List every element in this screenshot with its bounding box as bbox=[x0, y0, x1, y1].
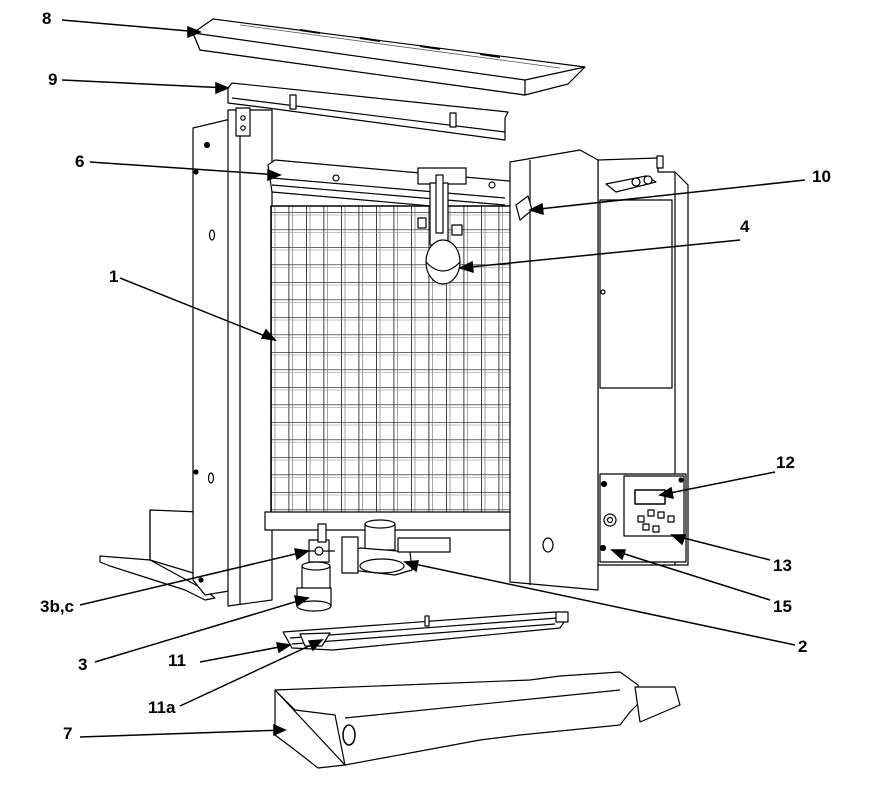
callout-4: 4 bbox=[740, 217, 750, 236]
callout-11a: 11a bbox=[148, 698, 176, 717]
callout-7: 7 bbox=[63, 724, 73, 743]
drip-pan bbox=[274, 671, 681, 769]
callout-1: 1 bbox=[109, 267, 119, 286]
callout-13: 13 bbox=[773, 556, 792, 575]
left-base-tray bbox=[99, 509, 216, 601]
callout-9: 9 bbox=[48, 70, 58, 89]
callout-6: 6 bbox=[75, 152, 85, 171]
callout-3b-c: 3b,c bbox=[40, 597, 75, 616]
callout-12: 12 bbox=[776, 453, 795, 472]
callout-11: 11 bbox=[168, 651, 186, 670]
leader-lines bbox=[61, 19, 806, 738]
right-rear-panel bbox=[597, 155, 689, 566]
callout-8: 8 bbox=[42, 9, 52, 28]
top-rail bbox=[267, 159, 521, 213]
top-cover bbox=[192, 18, 586, 96]
callout-10: 10 bbox=[812, 167, 831, 186]
top-bracket bbox=[227, 82, 509, 141]
callout-3: 3 bbox=[78, 655, 88, 674]
evaporator-grid bbox=[264, 205, 521, 531]
callout-2: 2 bbox=[798, 637, 808, 656]
right-front-column bbox=[509, 149, 599, 591]
callout-15: 15 bbox=[773, 597, 792, 616]
bottom-pump-assembly bbox=[296, 519, 451, 612]
left-side-panel bbox=[192, 107, 273, 607]
probe-assembly bbox=[417, 167, 467, 285]
water-trough bbox=[282, 611, 569, 651]
control-board bbox=[599, 473, 687, 563]
